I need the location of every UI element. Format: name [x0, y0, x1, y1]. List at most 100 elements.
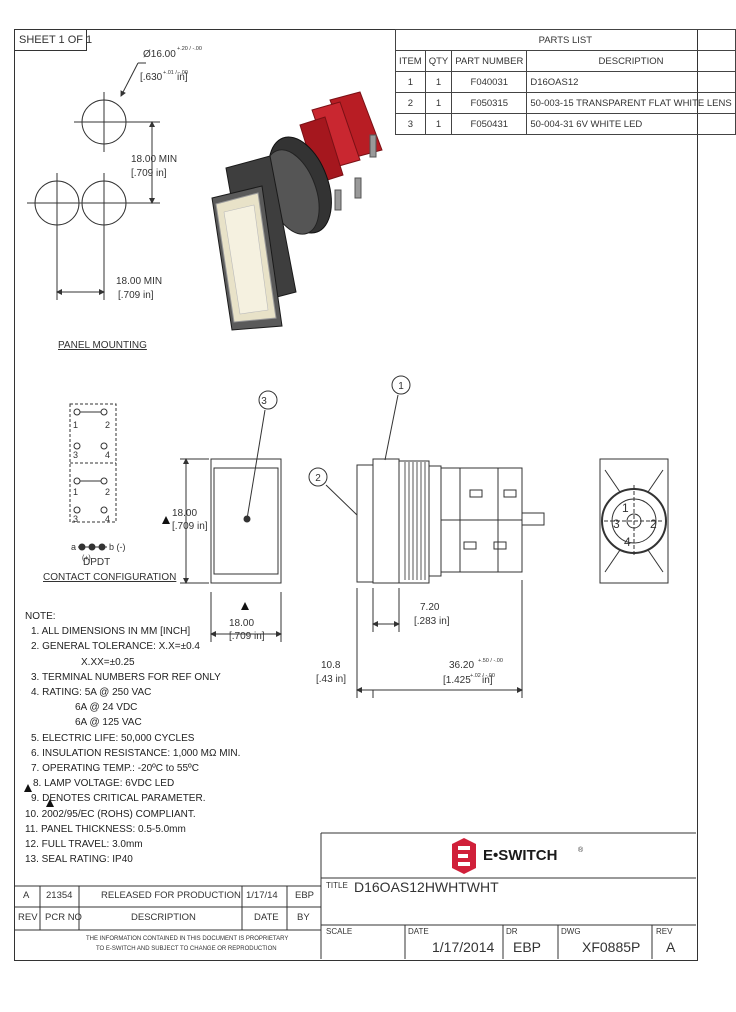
switch-illustration [211, 91, 383, 331]
note-item: 5. ELECTRIC LIFE: 50,000 CYCLES [31, 732, 195, 744]
rev-value: A [666, 939, 676, 955]
note-item: 12. FULL TRAVEL: 3.0mm [25, 839, 143, 851]
terminal-label: 3 [73, 450, 78, 460]
rev-header: DESCRIPTION [131, 912, 196, 923]
rev-header: DATE [254, 912, 279, 923]
contact-configuration-label: CONTACT CONFIGURATION [43, 572, 177, 583]
note-item: 13. SEAL RATING: IP40 [25, 854, 133, 866]
side-dim-2: 10.8 [321, 660, 341, 671]
terminal-plus-label: (+) [82, 555, 91, 562]
parts-list-table: PARTS LIST ITEM QTY PART NUMBER DESCRIPT… [395, 29, 736, 135]
balloon-3: 3 [261, 396, 267, 407]
rev-cell: 21354 [46, 890, 73, 901]
terminal-a-label: a [71, 542, 76, 552]
critical-icon [24, 784, 32, 792]
rev-header: REV [18, 912, 38, 923]
terminal-label: 4 [105, 450, 110, 460]
panel-mounting-label: PANEL MOUNTING [58, 340, 147, 351]
dwg-value: XF0885P [582, 939, 641, 955]
parts-list-row: 1 1 F040031 D16OAS12 [395, 71, 736, 93]
sheet-label: SHEET 1 OF 1 [19, 34, 93, 46]
hole-dia-dim: Ø16.00 [143, 49, 176, 60]
rear-terminal: 2 [650, 517, 657, 531]
side-dim-3-tol: +.50 / -.00 [478, 658, 503, 664]
critical-icon [46, 799, 54, 807]
front-view [180, 390, 282, 642]
note-item: 7. OPERATING TEMP.: -20ºC to 55ºC [31, 763, 199, 775]
terminal-b-label: b (-) [109, 542, 126, 552]
note-item: 6. INSULATION RESISTANCE: 1,000 MΩ MIN. [31, 747, 241, 759]
rear-terminal: 3 [613, 517, 620, 531]
front-width-dim-inch: [.709 in] [229, 631, 265, 642]
parts-list-row: 2 1 F050315 50-003-15 TRANSPARENT FLAT W… [395, 92, 736, 114]
note-item: 4. RATING: 5A @ 250 VAC [31, 687, 152, 699]
side-dim-3-inch: [1.425 [443, 675, 471, 686]
front-height-dim: 18.00 [172, 508, 198, 519]
dpdt-label: DPDT [83, 557, 111, 568]
parts-list-cell: 50-004-31 6V WHITE LED [526, 113, 736, 135]
note-item: 3. TERMINAL NUMBERS FOR REF ONLY [31, 671, 221, 683]
notes-block: NOTE: 1. ALL DIMENSIONS IN MM [INCH] 2. … [25, 609, 240, 867]
rev-cell: EBP [295, 890, 315, 901]
note-item: 8. LAMP VOLTAGE: 6VDC LED [33, 778, 175, 790]
terminal-label: 3 [73, 514, 78, 524]
side-dim-3: 36.20 [449, 660, 475, 671]
date-label: DATE [408, 927, 429, 936]
dwg-label: DWG [561, 927, 581, 936]
hole-dia-inch-tol: +.01 / -.00 [163, 70, 188, 76]
rev-cell: 1/17/14 [246, 890, 278, 901]
parts-list-cell: 3 [395, 113, 426, 135]
note-item: 11. PANEL THICKNESS: 0.5-5.0mm [25, 823, 186, 835]
confidential-line-1: THE INFORMATION CONTAINED IN THIS DOCUME… [86, 936, 289, 942]
sheet-box [14, 29, 87, 51]
side-dim-2-inch: [.43 in] [316, 674, 347, 685]
side-dim-3-inch-tol: +.02 / -.00 [470, 673, 495, 679]
terminal-label: 2 [105, 487, 110, 497]
note-item: 10. 2002/95/EC (ROHS) COMPLIANT. [25, 808, 196, 820]
terminal-label: 1 [73, 487, 78, 497]
side-dim-3-inch-close: in] [482, 675, 493, 686]
notes-title: NOTE: [25, 611, 56, 622]
rear-view [599, 458, 669, 584]
rev-cell: RELEASED FOR PRODUCTION [101, 890, 241, 901]
rear-terminal: 1 [622, 501, 629, 515]
note-item: 6A @ 125 VAC [75, 717, 142, 729]
note-item: 2. GENERAL TOLERANCE: X.X=±0.4 [31, 641, 200, 653]
panel-v-dim-inch: [.709 in] [131, 168, 167, 179]
rev-header: BY [297, 912, 310, 923]
front-height-dim-inch: [.709 in] [172, 521, 208, 532]
rev-header: PCR NO [45, 912, 82, 923]
terminal-label: 1 [73, 420, 78, 430]
balloon-1: 1 [398, 381, 404, 392]
rear-terminal: 4 [624, 535, 631, 549]
e-switch-logo-icon [452, 838, 476, 874]
parts-list-row: 3 1 F050431 50-004-31 6V WHITE LED [395, 113, 736, 135]
contact-diagram [69, 403, 117, 551]
hole-dia-inch: [.630 [140, 72, 163, 83]
confidential-line-2: TO E-SWITCH AND SUBJECT TO CHANGE OR REP… [96, 946, 277, 952]
note-item: 1. ALL DIMENSIONS IN MM [INCH] [31, 626, 191, 638]
terminal-label: 4 [105, 514, 110, 524]
balloon-2: 2 [315, 473, 321, 484]
note-item: X.XX=±0.25 [81, 656, 135, 668]
side-dim-1: 7.20 [420, 602, 440, 613]
note-item: 9. DENOTES CRITICAL PARAMETER. [31, 793, 206, 805]
parts-list-cell: F050431 [451, 113, 528, 135]
side-dim-1-inch: [.283 in] [414, 616, 450, 627]
front-width-dim: 18.00 [229, 618, 255, 629]
hole-dia-tol: +.20 / -.00 [177, 46, 202, 52]
drawn-by-value: EBP [513, 939, 542, 955]
side-view [308, 375, 545, 698]
drawing-title: D16OAS12HWHTWHT [354, 879, 499, 895]
drawn-by-label: DR [506, 927, 518, 936]
brand-registered: ® [578, 847, 584, 854]
terminal-label: 2 [105, 420, 110, 430]
technical-drawing: 1 2 3 4 1 2 3 4 a b (-) (+) 3 [14, 62, 696, 959]
panel-mounting-holes [27, 62, 160, 300]
panel-v-dim: 18.00 MIN [131, 154, 178, 165]
brand-name: E•SWITCH [483, 847, 558, 864]
date-value: 1/17/2014 [432, 939, 495, 955]
title-label: TITLE [326, 881, 348, 890]
drawing-frame [14, 29, 698, 961]
rev-label: REV [656, 927, 673, 936]
